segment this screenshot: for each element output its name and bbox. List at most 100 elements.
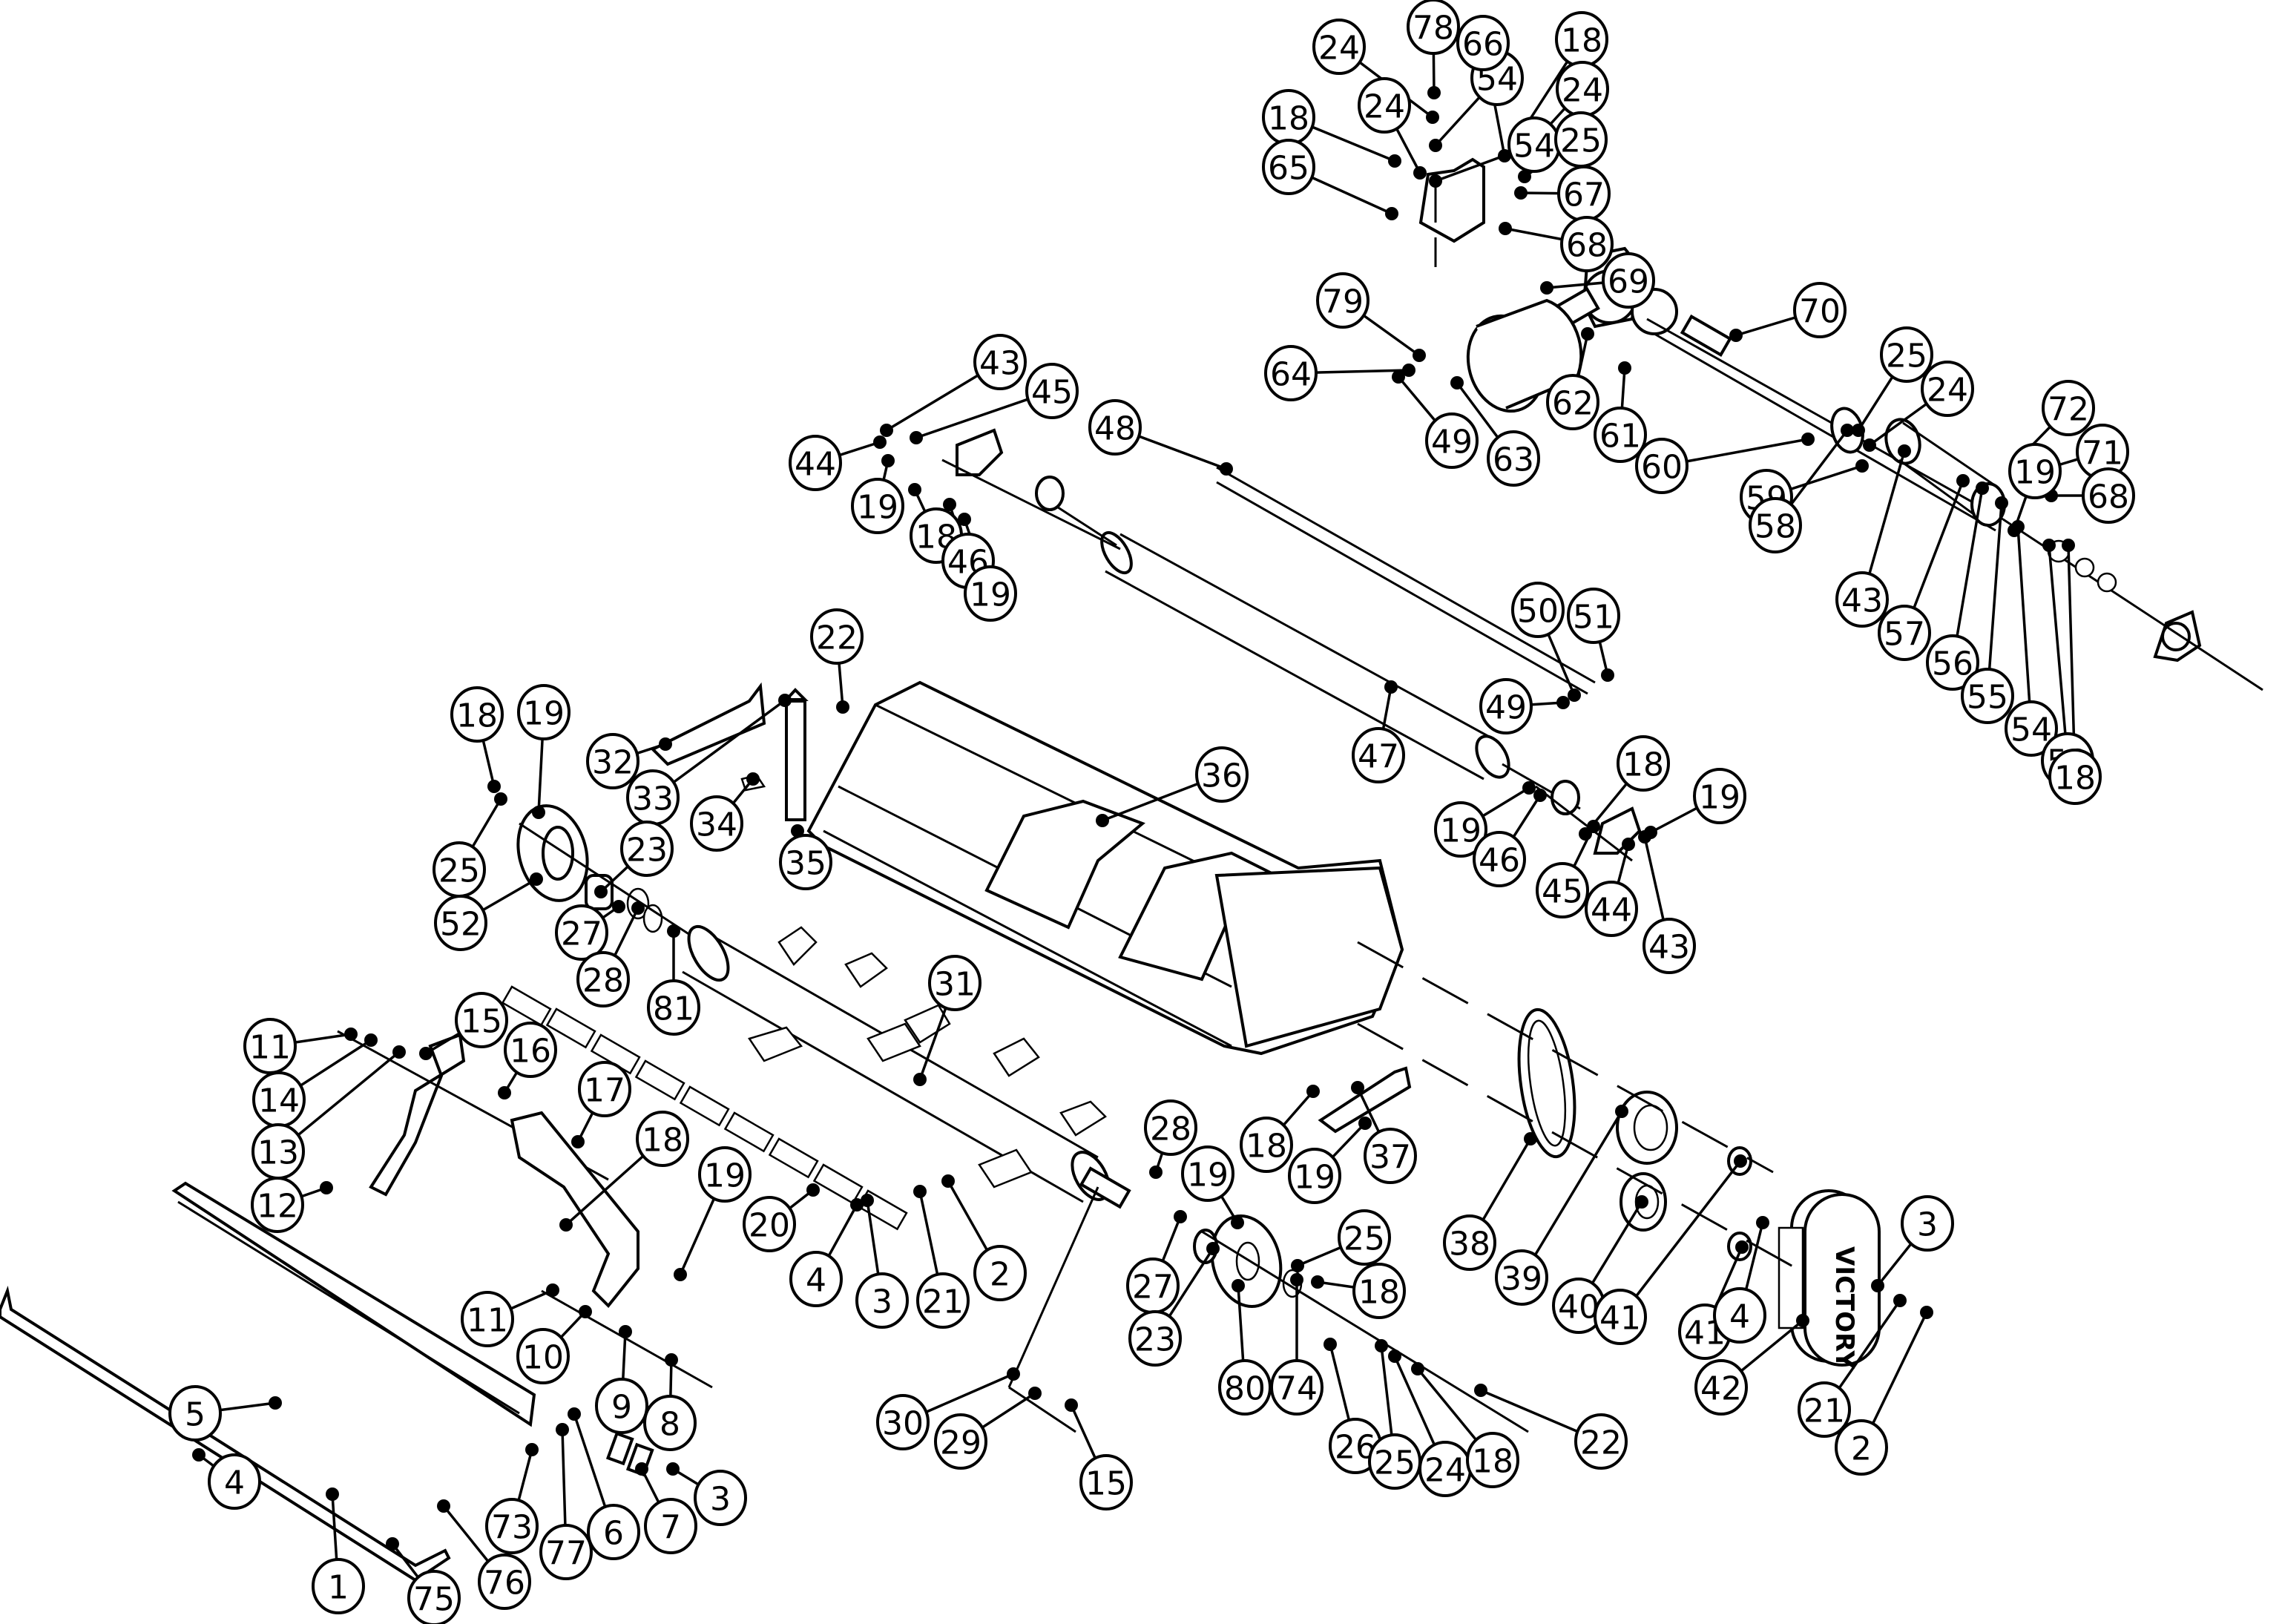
callout-part-47[interactable]: 47: [1352, 727, 1405, 783]
callout-part-11[interactable]: 11: [243, 1018, 297, 1074]
callout-part-18[interactable]: 18: [1352, 1263, 1406, 1319]
callout-part-44[interactable]: 44: [789, 435, 842, 491]
callout-part-23[interactable]: 23: [620, 821, 674, 877]
callout-part-14[interactable]: 14: [252, 1071, 306, 1128]
callout-part-19[interactable]: 19: [1434, 801, 1487, 858]
callout-part-3[interactable]: 3: [1901, 1195, 1954, 1252]
callout-part-61[interactable]: 61: [1594, 407, 1647, 463]
callout-part-39[interactable]: 39: [1495, 1249, 1548, 1306]
callout-part-24[interactable]: 24: [1556, 61, 1609, 117]
callout-part-6[interactable]: 6: [587, 1504, 640, 1560]
callout-part-44[interactable]: 44: [1585, 881, 1638, 937]
callout-part-67[interactable]: 67: [1557, 165, 1611, 222]
callout-part-64[interactable]: 64: [1264, 345, 1318, 401]
callout-part-2[interactable]: 2: [1835, 1419, 1888, 1476]
callout-part-19[interactable]: 19: [1288, 1148, 1341, 1204]
callout-part-30[interactable]: 30: [876, 1394, 930, 1450]
callout-part-31[interactable]: 31: [928, 955, 981, 1011]
callout-part-35[interactable]: 35: [779, 834, 832, 890]
callout-part-66[interactable]: 66: [1456, 15, 1510, 71]
callout-part-3[interactable]: 3: [855, 1272, 909, 1329]
callout-part-52[interactable]: 52: [434, 895, 487, 951]
callout-part-19[interactable]: 19: [1181, 1145, 1234, 1202]
callout-part-10[interactable]: 10: [516, 1328, 570, 1384]
callout-part-19[interactable]: 19: [964, 565, 1017, 622]
callout-part-4[interactable]: 4: [1713, 1287, 1766, 1344]
callout-part-4[interactable]: 4: [208, 1453, 261, 1510]
callout-part-29[interactable]: 29: [934, 1413, 987, 1470]
callout-part-19[interactable]: 19: [2008, 443, 2062, 499]
callout-part-22[interactable]: 22: [1574, 1413, 1628, 1470]
callout-part-18[interactable]: 18: [450, 686, 504, 743]
callout-part-23[interactable]: 23: [1128, 1310, 1182, 1367]
callout-part-18[interactable]: 18: [2048, 749, 2102, 805]
callout-part-68[interactable]: 68: [2082, 467, 2135, 524]
callout-part-42[interactable]: 42: [1694, 1359, 1748, 1416]
callout-part-25[interactable]: 25: [1368, 1433, 1421, 1490]
callout-part-21[interactable]: 21: [1798, 1381, 1851, 1438]
callout-part-54[interactable]: 54: [2005, 700, 2058, 757]
callout-part-25[interactable]: 25: [433, 841, 486, 898]
callout-part-45[interactable]: 45: [1536, 862, 1589, 918]
callout-part-51[interactable]: 51: [1567, 588, 1620, 644]
callout-part-11[interactable]: 11: [461, 1291, 514, 1347]
callout-part-19[interactable]: 19: [1693, 768, 1746, 824]
callout-part-60[interactable]: 60: [1635, 438, 1689, 494]
callout-part-5[interactable]: 5: [168, 1385, 222, 1441]
callout-part-41[interactable]: 41: [1594, 1289, 1647, 1345]
callout-part-18[interactable]: 18: [1240, 1117, 1293, 1173]
callout-part-2[interactable]: 2: [973, 1245, 1027, 1301]
callout-part-36[interactable]: 36: [1195, 746, 1249, 803]
callout-part-69[interactable]: 69: [1602, 252, 1655, 309]
callout-part-18[interactable]: 18: [1617, 735, 1670, 792]
callout-part-73[interactable]: 73: [485, 1498, 539, 1554]
callout-part-57[interactable]: 57: [1878, 605, 1931, 661]
callout-part-43[interactable]: 43: [1835, 571, 1889, 628]
callout-part-18[interactable]: 18: [1555, 11, 1608, 68]
callout-part-45[interactable]: 45: [1025, 363, 1079, 419]
callout-part-65[interactable]: 65: [1262, 139, 1315, 195]
callout-part-24[interactable]: 24: [1418, 1441, 1472, 1497]
callout-part-43[interactable]: 43: [1643, 918, 1696, 974]
callout-part-74[interactable]: 74: [1270, 1359, 1324, 1416]
callout-part-55[interactable]: 55: [1961, 668, 2014, 724]
callout-part-12[interactable]: 12: [251, 1177, 304, 1233]
callout-part-25[interactable]: 25: [1880, 326, 1933, 383]
callout-part-18[interactable]: 18: [1262, 89, 1315, 145]
callout-part-33[interactable]: 33: [626, 769, 680, 826]
callout-part-50[interactable]: 50: [1511, 582, 1565, 638]
callout-part-62[interactable]: 62: [1546, 374, 1599, 430]
callout-part-1[interactable]: 1: [312, 1558, 365, 1614]
callout-part-28[interactable]: 28: [1144, 1099, 1197, 1156]
callout-part-76[interactable]: 76: [478, 1554, 531, 1610]
callout-part-71[interactable]: 71: [2076, 424, 2129, 480]
callout-part-3[interactable]: 3: [694, 1470, 747, 1526]
callout-part-70[interactable]: 70: [1793, 282, 1847, 338]
callout-part-19[interactable]: 19: [517, 684, 570, 740]
callout-part-7[interactable]: 7: [644, 1498, 697, 1554]
callout-part-15[interactable]: 15: [455, 992, 508, 1048]
callout-part-63[interactable]: 63: [1487, 430, 1540, 487]
callout-part-40[interactable]: 40: [1552, 1278, 1605, 1334]
callout-part-58[interactable]: 58: [1749, 497, 1802, 553]
callout-part-24[interactable]: 24: [1358, 77, 1411, 134]
callout-part-81[interactable]: 81: [647, 979, 700, 1036]
callout-part-27[interactable]: 27: [1126, 1258, 1180, 1314]
callout-part-27[interactable]: 27: [555, 904, 608, 961]
callout-part-49[interactable]: 49: [1479, 678, 1533, 734]
callout-part-19[interactable]: 19: [851, 478, 904, 534]
callout-part-24[interactable]: 24: [1921, 361, 1974, 417]
callout-part-8[interactable]: 8: [643, 1395, 697, 1451]
callout-part-18[interactable]: 18: [1466, 1432, 1519, 1488]
callout-part-24[interactable]: 24: [1312, 19, 1366, 75]
callout-part-4[interactable]: 4: [789, 1251, 843, 1307]
callout-part-28[interactable]: 28: [576, 951, 630, 1007]
callout-part-25[interactable]: 25: [1338, 1209, 1391, 1266]
callout-part-54[interactable]: 54: [1507, 116, 1561, 173]
callout-part-15[interactable]: 15: [1079, 1454, 1133, 1510]
callout-part-77[interactable]: 77: [539, 1524, 593, 1580]
callout-part-48[interactable]: 48: [1088, 399, 1142, 456]
callout-part-21[interactable]: 21: [916, 1272, 970, 1329]
callout-part-56[interactable]: 56: [1926, 634, 1979, 691]
callout-part-16[interactable]: 16: [504, 1022, 557, 1078]
